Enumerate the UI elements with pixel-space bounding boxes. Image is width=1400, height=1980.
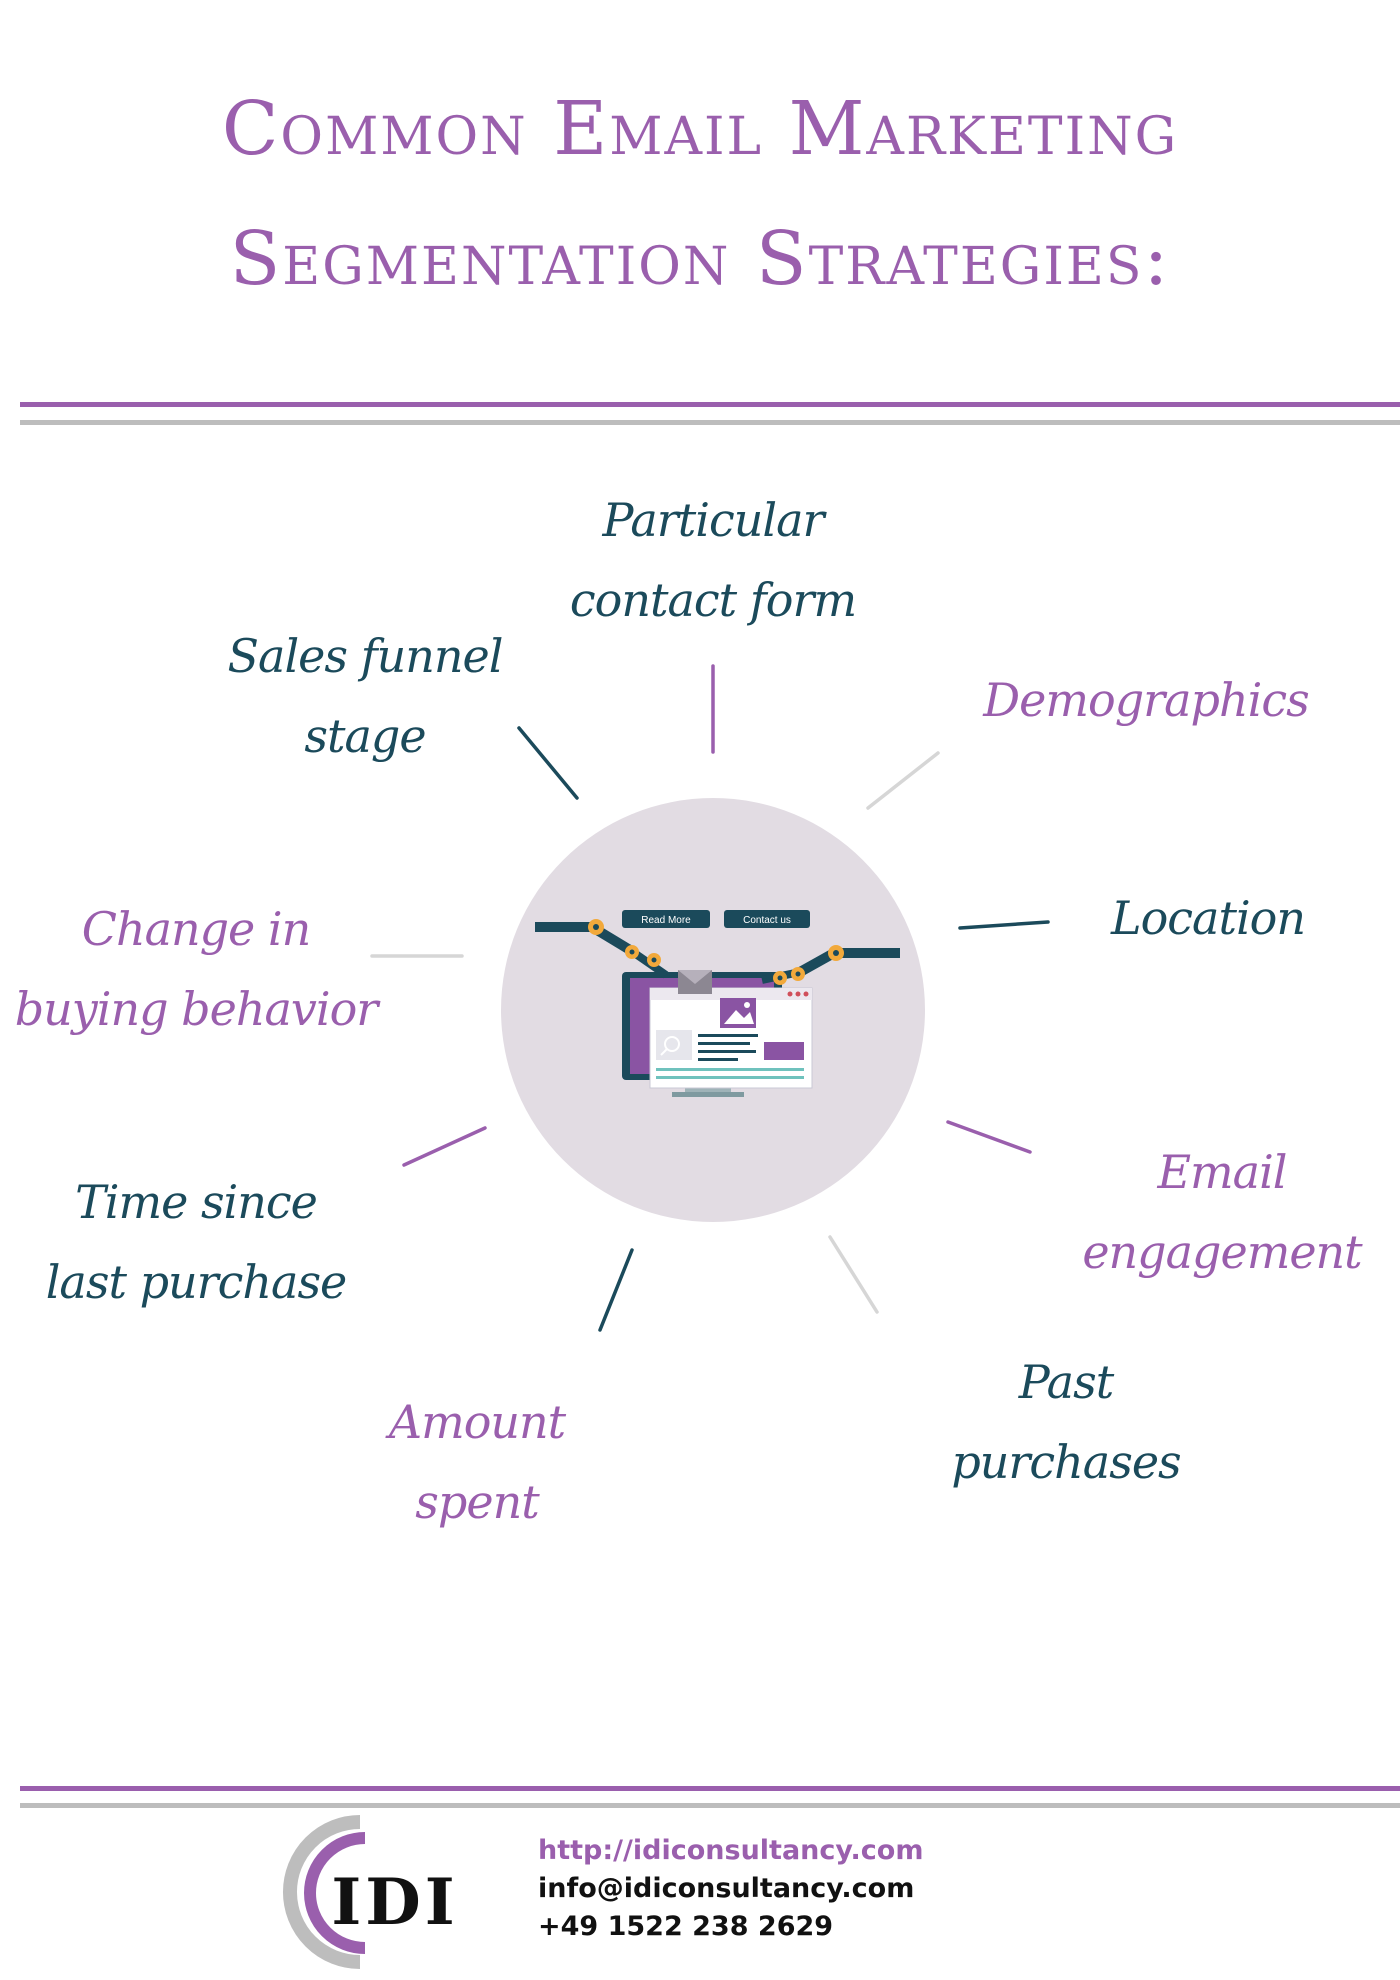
connector-past-purchases [828, 1235, 879, 1314]
label-particular-contact-form: Particular contact form [569, 493, 857, 627]
label-sales-funnel-stage: Sales funnel stage [227, 629, 504, 763]
logo-gray-arc [283, 1815, 361, 1969]
top-divider-purple [20, 402, 1400, 407]
read-more-button [622, 910, 710, 928]
label-past-purchases: Past purchases [951, 1355, 1181, 1489]
connector-amount-spent [598, 1248, 634, 1332]
logo-text: IDI [331, 1865, 458, 1940]
footer-phone: +49 1522 238 2629 [538, 1911, 834, 1942]
label-time-since-last-purchase: Time since last purchase [45, 1175, 348, 1309]
label-change-in-buying-behavior: Change in buying behavior [14, 902, 379, 1036]
footer-url-link[interactable]: http://idiconsultancy.com [538, 1835, 924, 1866]
footer-email[interactable]: info@idiconsultancy.com [538, 1873, 915, 1904]
label-location: Location [1111, 891, 1306, 945]
label-amount-spent: Amount spent [388, 1395, 566, 1529]
label-email-engagement: Email engagement [1082, 1145, 1362, 1279]
page-title-line-2: Segmentation Strategies: [229, 216, 1171, 302]
bottom-divider-purple [20, 1786, 1400, 1791]
label-demographics: Demographics [983, 673, 1309, 727]
email-template-illustration: Read More Contact us [535, 910, 900, 1097]
read-more-button-label: Read More [641, 915, 691, 926]
connector-email-engagement [946, 1120, 1032, 1154]
connector-time-since [402, 1126, 487, 1167]
contact-us-button [724, 910, 810, 928]
top-divider-gray [20, 420, 1400, 425]
connector-demographics [866, 751, 940, 810]
connector-location [958, 920, 1050, 930]
connector-sales-funnel [517, 726, 579, 800]
logo-purple-arc [304, 1832, 366, 1954]
contact-us-button-label: Contact us [743, 915, 791, 926]
page-title-line-1: Common Email Marketing [221, 86, 1179, 172]
idi-logo: IDI [283, 1815, 458, 1969]
bottom-divider-gray [20, 1803, 1400, 1808]
